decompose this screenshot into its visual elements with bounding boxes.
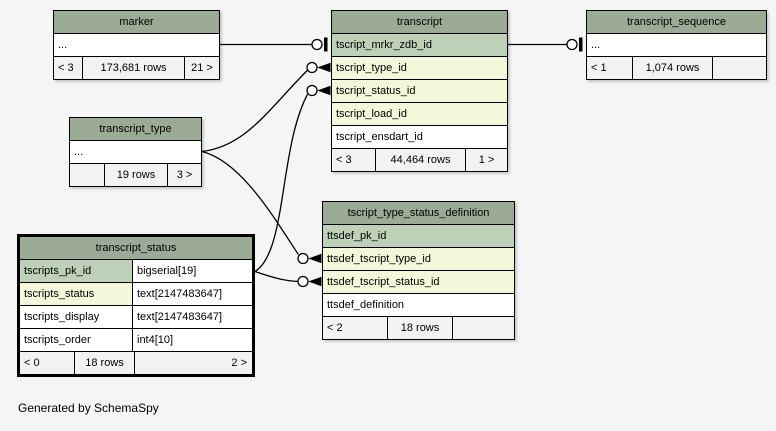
table-transcript-type[interactable]: transcript_type ... 19 rows 3 > — [69, 117, 202, 187]
column-ttsdef-tscript-status-id: ttsdef_tscript_status_id — [323, 271, 514, 294]
table-title[interactable]: tscript_type_status_definition — [323, 202, 514, 225]
generated-by-note: Generated by SchemaSpy — [18, 401, 159, 415]
children-count — [70, 164, 105, 186]
children-count: < 0 — [20, 352, 75, 374]
table-footer: < 0 18 rows 2 > — [20, 352, 252, 374]
parents-count — [453, 317, 514, 339]
column-tscript-ensdart-id: tscript_ensdart_id — [332, 126, 507, 149]
table-title[interactable]: transcript_status — [20, 237, 252, 260]
cardinality-circle-icon — [297, 275, 309, 288]
column-tscript-status-id: tscript_status_id — [332, 80, 507, 103]
column-ttsdef-tscript-type-id: ttsdef_tscript_type_id — [323, 248, 514, 271]
column-tscripts-status: tscripts_status text[2147483647] — [20, 283, 252, 306]
table-footer: < 3 173,681 rows 21 > — [54, 57, 219, 79]
crow-foot-arrow-icon — [317, 85, 331, 96]
row-count: 44,464 rows — [376, 149, 466, 171]
children-count: < 3 — [54, 57, 83, 79]
cardinality-circle-icon — [306, 61, 318, 74]
table-title[interactable]: marker — [54, 11, 219, 34]
table-transcript-status[interactable]: transcript_status tscripts_pk_id bigseri… — [17, 234, 255, 377]
column-tscripts-pk-id: tscripts_pk_id bigserial[19] — [20, 260, 252, 283]
table-footer: < 3 44,464 rows 1 > — [332, 149, 507, 171]
cardinality-circle-icon — [297, 252, 309, 265]
column-type: int4[10] — [133, 329, 252, 351]
column-ttsdef-definition: ttsdef_definition — [323, 294, 514, 317]
crow-foot-arrow-icon — [308, 276, 322, 287]
parents-count: 21 > — [191, 62, 213, 74]
cardinality-circle-icon — [566, 38, 578, 51]
table-footer: < 2 18 rows — [323, 317, 514, 339]
elided-columns-row: ... — [587, 34, 766, 57]
elided-columns-row: ... — [54, 34, 219, 57]
cardinality-circle-icon — [311, 38, 323, 51]
column-type: text[2147483647] — [133, 283, 252, 305]
column-tscripts-display: tscripts_display text[2147483647] — [20, 306, 252, 329]
cardinality-one-bar-icon — [579, 37, 583, 52]
relation-transcript-transcript_sequence — [508, 37, 583, 52]
table-title[interactable]: transcript — [332, 11, 507, 34]
column-tscript-type-id: tscript_type_id — [332, 57, 507, 80]
relation-marker-transcript — [220, 37, 328, 52]
column-tscripts-order: tscripts_order int4[10] — [20, 329, 252, 352]
table-title[interactable]: transcript_sequence — [587, 11, 766, 34]
relation-transcript_status-transcript — [254, 84, 331, 273]
table-transcript[interactable]: transcript tscript_mrkr_zdb_id tscript_t… — [331, 10, 508, 172]
children-count: < 1 — [587, 57, 633, 79]
children-count: < 2 — [323, 317, 388, 339]
parents-count: 3 > — [176, 169, 193, 181]
table-title[interactable]: transcript_type — [70, 118, 201, 141]
crow-foot-arrow-icon — [317, 62, 331, 73]
table-marker[interactable]: marker ... < 3 173,681 rows 21 > — [53, 10, 220, 80]
parents-count — [713, 57, 766, 79]
table-footer: 19 rows 3 > — [70, 164, 201, 186]
column-type: text[2147483647] — [133, 306, 252, 328]
row-count: 18 rows — [388, 317, 453, 339]
relation-transcript_type-transcript — [201, 61, 331, 153]
elided-columns-row: ... — [70, 141, 201, 164]
parents-count: 1 > — [478, 154, 495, 166]
table-footer: < 1 1,074 rows — [587, 57, 766, 79]
parents-count: 2 > — [231, 357, 247, 369]
row-count: 18 rows — [75, 352, 135, 374]
column-type: bigserial[19] — [133, 260, 252, 282]
row-count: 1,074 rows — [633, 57, 713, 79]
column-name: tscripts_status — [20, 283, 133, 305]
crow-foot-arrow-icon — [308, 253, 322, 264]
table-transcript-sequence[interactable]: transcript_sequence ... < 1 1,074 rows — [586, 10, 767, 80]
column-tscript-load-id: tscript_load_id — [332, 103, 507, 126]
column-ttsdef-pk-id: ttsdef_pk_id — [323, 225, 514, 248]
column-name: tscripts_pk_id — [20, 260, 133, 282]
column-tscript-mrkr-zdb-id: tscript_mrkr_zdb_id — [332, 34, 507, 57]
relation-transcript_status-ttsdef — [254, 270, 322, 288]
table-tscript-type-status-definition[interactable]: tscript_type_status_definition ttsdef_pk… — [322, 201, 515, 340]
children-count: < 3 — [332, 149, 376, 171]
cardinality-one-bar-icon — [324, 37, 328, 52]
row-count: 173,681 rows — [83, 57, 185, 79]
cardinality-circle-icon — [306, 84, 318, 97]
row-count: 19 rows — [105, 164, 168, 186]
column-name: tscripts_order — [20, 329, 133, 351]
column-name: tscripts_display — [20, 306, 133, 328]
